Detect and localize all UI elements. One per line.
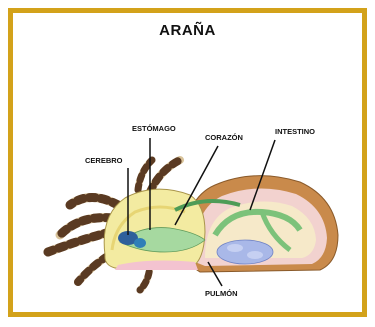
label-cerebro: CEREBRO — [85, 156, 123, 165]
label-pulmon: PULMÓN — [205, 289, 238, 298]
lung-region — [217, 240, 273, 264]
label-estomago: ESTÓMAGO — [132, 124, 176, 133]
label-corazon: CORAZÓN — [205, 133, 243, 142]
label-intestino: INTESTINO — [275, 127, 315, 136]
spider-abdomen — [184, 176, 338, 272]
